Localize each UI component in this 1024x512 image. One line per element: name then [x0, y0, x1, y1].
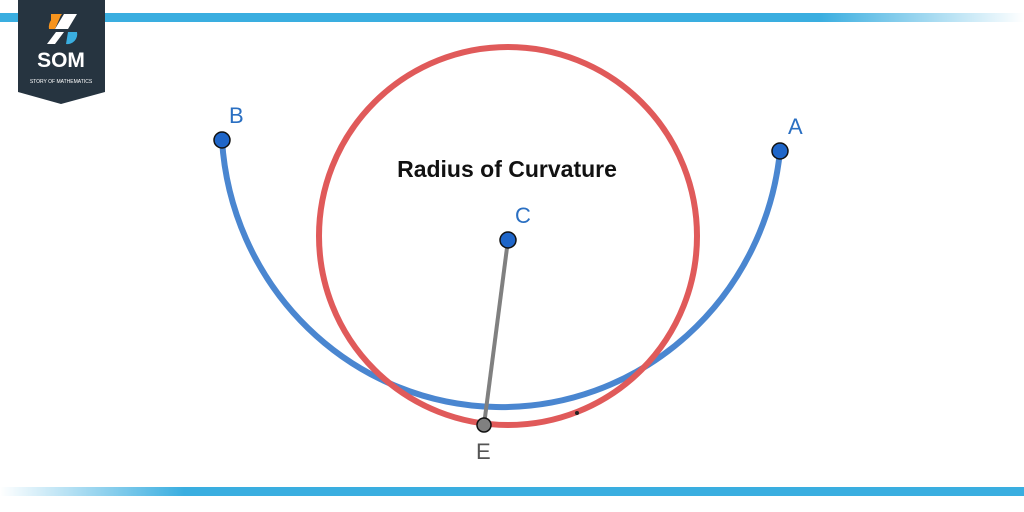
- label-b: B: [229, 103, 244, 128]
- point-a: [771, 142, 789, 160]
- osculating-circle: [316, 44, 700, 428]
- radius-line: [482, 239, 510, 426]
- top-stripe: [0, 13, 1024, 22]
- diagram-title: Radius of Curvature: [397, 156, 617, 182]
- label-e: E: [476, 439, 491, 464]
- point-c: [499, 231, 517, 249]
- label-c: C: [515, 203, 531, 228]
- point-b: [213, 131, 231, 149]
- bottom-stripe: [0, 487, 1024, 496]
- logo: SOM STORY OF MATHEMATICS: [18, 0, 105, 104]
- logo-text: SOM: [37, 49, 85, 72]
- point-e: [476, 417, 492, 433]
- label-a: A: [788, 114, 803, 139]
- small-dot: [575, 411, 579, 415]
- logo-subtext: STORY OF MATHEMATICS: [30, 79, 93, 85]
- curve-arc: [219, 139, 783, 411]
